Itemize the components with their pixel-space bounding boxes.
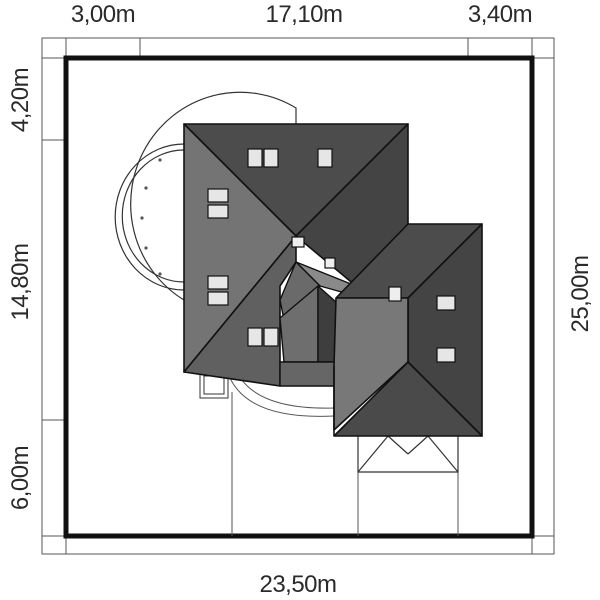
chimney-1 — [291, 236, 305, 248]
dim-top-left: 3,00m — [71, 1, 135, 28]
skylight-stack-west-2 — [207, 275, 229, 306]
skylight-north-2 — [317, 148, 333, 168]
dim-left-middle: 14,80m — [7, 243, 34, 320]
dim-left-bottom: 6,00m — [7, 446, 34, 510]
round-winter-garden — [114, 91, 297, 301]
skylight-pair-north-1 — [247, 148, 279, 168]
chimney-3 — [388, 286, 402, 302]
chimney-2 — [324, 257, 336, 269]
roof-plane-wing-south — [333, 361, 483, 437]
skylight-wing-1 — [436, 295, 456, 311]
plot-boundary — [63, 55, 535, 539]
skylight-wing-2 — [436, 347, 456, 363]
dim-left-top: 4,20m — [7, 68, 34, 132]
dim-right: 25,00m — [567, 255, 594, 332]
right-wing-hip-roof — [333, 223, 483, 437]
skylight-pair-south — [247, 327, 279, 347]
rotunda-columns — [140, 158, 162, 276]
chimneys — [291, 236, 402, 302]
dimension-frame — [41, 37, 555, 555]
carport-canopy — [357, 435, 459, 473]
roof-skylights — [207, 148, 456, 363]
dim-top-middle: 17,10m — [265, 1, 342, 28]
skylight-stack-west-1 — [207, 188, 229, 219]
dim-bottom: 23,50m — [259, 571, 336, 598]
roof-plane-south — [183, 235, 297, 387]
dim-top-right: 3,40m — [468, 1, 532, 28]
